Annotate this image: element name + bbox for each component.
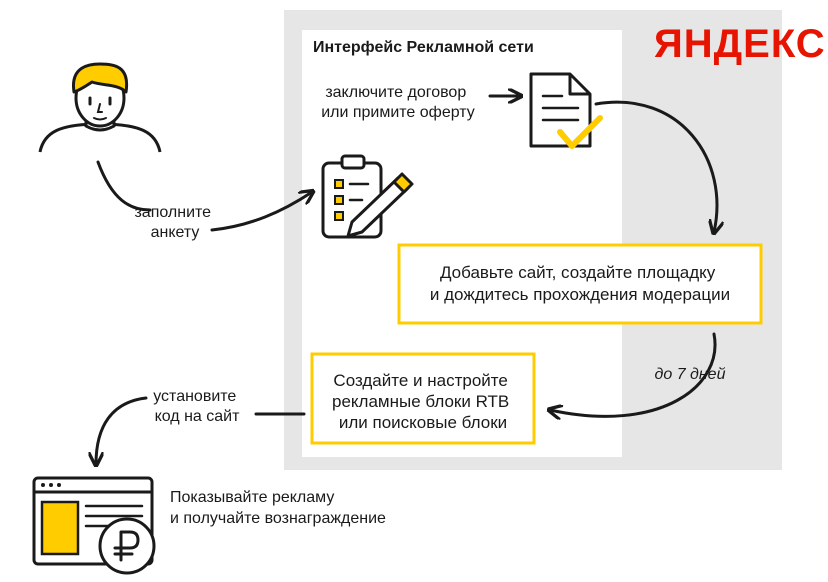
fill-form-label: заполните анкету	[134, 204, 215, 241]
ruble-icon	[98, 517, 156, 575]
arrow-to-add-site	[594, 100, 717, 232]
add-site-text: Добавьте сайт, создайте площадку и дожди…	[430, 263, 730, 304]
install-code-label: установите код на сайт	[153, 388, 241, 425]
user-icon	[38, 62, 162, 153]
document-check-icon	[529, 72, 603, 149]
clipboard-icon	[321, 154, 414, 239]
arrow-code-to-website	[96, 396, 148, 464]
sign-contract-label: заключите договор или примите оферту	[321, 84, 475, 121]
yandex-logo: ЯНДЕКС	[654, 22, 826, 66]
create-blocks-text: Создайте и настройте рекламные блоки RTB…	[332, 371, 514, 432]
add-site-box	[397, 243, 763, 325]
arrow-user-to-form	[96, 160, 152, 212]
interface-title: Интерфейс Рекламной сети	[313, 39, 534, 56]
arrow-form-to-clipboard	[210, 192, 312, 232]
show-ads-label: Показывайте рекламу и получайте вознагра…	[170, 489, 386, 527]
create-blocks-box	[310, 352, 536, 445]
arrow-to-create-blocks	[550, 332, 717, 416]
duration-label: до 7 дней	[655, 366, 726, 383]
